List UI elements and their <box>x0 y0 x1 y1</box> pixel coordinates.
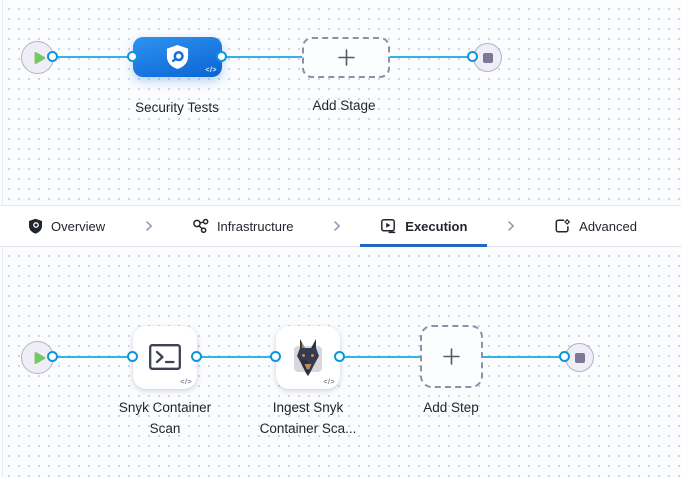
play-icon <box>33 51 46 65</box>
pipeline-end-node <box>473 43 502 72</box>
add-stage-button[interactable] <box>302 37 390 78</box>
stage-connector-line <box>53 56 473 58</box>
advanced-icon <box>554 218 571 234</box>
bottom-strip <box>0 477 681 483</box>
code-badge: </> <box>180 379 192 386</box>
connector-dot <box>47 51 58 62</box>
stage-graph-canvas[interactable]: </> Security Tests Add Stage <box>0 0 681 205</box>
step-name-line: Ingest Snyk <box>272 400 344 415</box>
stage-name-label: Security Tests <box>135 100 219 115</box>
stage-config-tabbar: Overview Infrastructure Execution <box>0 205 681 247</box>
plus-icon <box>337 48 356 67</box>
step-node-ingest-snyk[interactable]: </> <box>276 326 340 389</box>
step-name-line: Scan <box>149 421 181 436</box>
connector-dot <box>127 351 138 362</box>
canvas-left-border <box>2 0 3 205</box>
add-step-button[interactable] <box>420 325 483 388</box>
canvas-left-border <box>2 247 3 477</box>
code-badge: </> <box>323 379 335 386</box>
chevron-right-icon <box>330 219 344 233</box>
tab-overview[interactable]: Overview <box>8 206 125 246</box>
step-name-label: Ingest Snyk Container Sca... <box>228 397 388 439</box>
connector-dot <box>216 51 227 62</box>
play-icon <box>33 351 46 365</box>
tab-infrastructure[interactable]: Infrastructure <box>172 206 314 246</box>
connector-dot <box>47 351 58 362</box>
connector-dot <box>127 51 138 62</box>
infrastructure-icon <box>192 218 209 234</box>
stop-icon <box>482 52 493 63</box>
code-badge: </> <box>205 67 217 74</box>
tab-label: Infrastructure <box>216 218 294 234</box>
add-step-label: Add Step <box>423 400 479 415</box>
tab-advanced[interactable]: Advanced <box>534 206 657 246</box>
shield-icon <box>28 218 43 234</box>
connector-dot <box>191 351 202 362</box>
tab-label: Advanced <box>579 218 637 234</box>
tab-execution[interactable]: Execution <box>360 206 488 247</box>
step-node-snyk-container-scan[interactable]: </> <box>133 326 197 389</box>
stage-node-security-tests[interactable]: </> <box>133 37 222 77</box>
connector-dot <box>270 351 281 362</box>
step-name-line: Snyk Container <box>118 400 212 415</box>
chevron-right-icon <box>142 219 156 233</box>
plus-icon <box>442 347 461 366</box>
step-name-label: Snyk Container Scan <box>85 397 245 439</box>
connector-dot <box>467 51 478 62</box>
chevron-right-icon <box>504 219 518 233</box>
add-stage-label: Add Stage <box>312 98 376 113</box>
stop-icon <box>574 352 585 363</box>
snyk-doberman-icon <box>289 337 327 379</box>
security-shield-icon <box>165 44 190 71</box>
tab-label: Overview <box>51 218 106 234</box>
execution-graph-canvas[interactable]: </> </> S <box>0 247 681 477</box>
terminal-icon <box>147 342 183 373</box>
connector-dot <box>334 351 345 362</box>
tab-label: Execution <box>405 218 468 234</box>
execution-icon <box>380 218 397 234</box>
step-name-line: Container Sca... <box>259 421 357 436</box>
connector-dot <box>559 351 570 362</box>
